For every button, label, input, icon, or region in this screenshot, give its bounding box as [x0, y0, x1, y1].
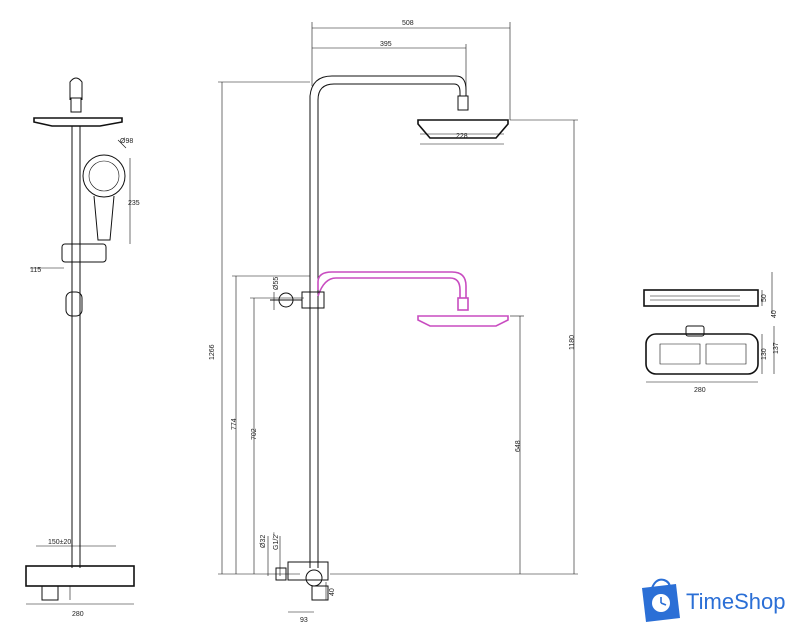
- dim-pipe-dia: Ø55: [273, 277, 280, 290]
- timeshop-logo-icon: [642, 578, 680, 622]
- dim-base-a: 93: [300, 617, 308, 624]
- dim-holder-offset: 115: [30, 267, 41, 274]
- dim-head-low: 648: [515, 440, 522, 452]
- dim-total-height: 1266: [209, 344, 216, 360]
- dim-bar-height: 774: [231, 418, 238, 430]
- dim-base-b: 40: [329, 588, 336, 596]
- dim-slider-height: 702: [251, 428, 258, 440]
- dim-shelf-inner: 137: [773, 342, 780, 354]
- dim-handshower-dia: Ø98: [120, 138, 133, 145]
- dim-shelf-thickness: 40: [771, 310, 778, 318]
- dim-shelf-height: 50: [761, 294, 768, 302]
- dim-shelf-depth: 130: [761, 348, 768, 360]
- side-view: [25, 77, 135, 605]
- dim-inlet-b: G1/2": [273, 532, 280, 550]
- dim-width-left: 280: [72, 611, 84, 618]
- dim-top-arm: 395: [380, 41, 392, 48]
- brand-name: TimeShop: [686, 589, 785, 614]
- dim-head-height: 1180: [569, 335, 576, 350]
- front-view: [218, 22, 578, 613]
- dim-top-head: 228: [456, 133, 468, 140]
- dim-centers: 150±20: [48, 539, 71, 546]
- dim-shelf-width: 280: [694, 387, 706, 394]
- dim-inlet-a: Ø32: [260, 535, 267, 548]
- dim-handshower-len: 235: [128, 200, 140, 207]
- dim-top-overall: 508: [402, 20, 414, 27]
- shelf-view: [643, 272, 775, 383]
